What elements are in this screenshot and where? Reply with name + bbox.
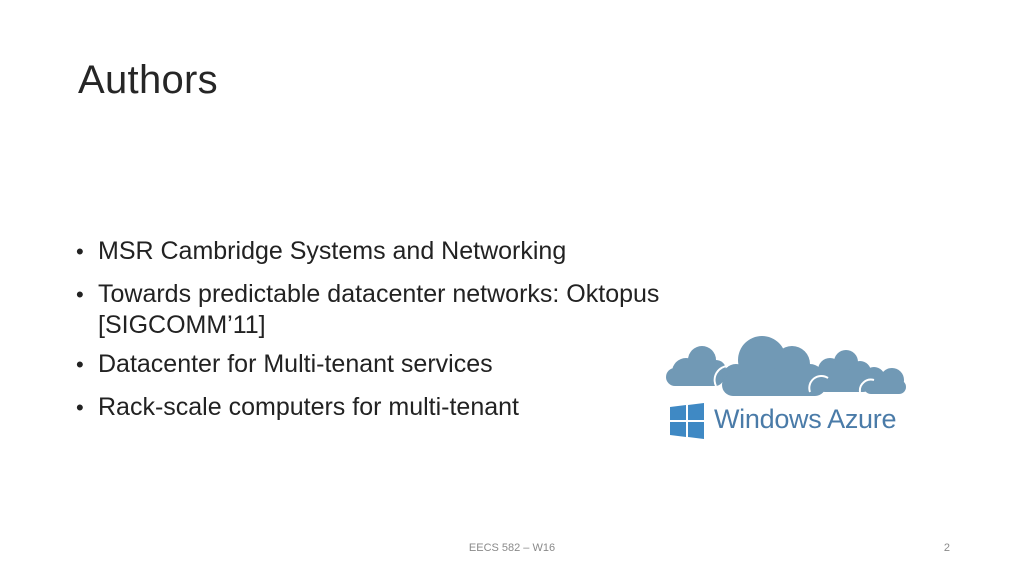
bullet-marker: • — [76, 282, 84, 307]
bullet-text: Datacenter for Multi-tenant services — [98, 350, 493, 378]
bullet-marker: • — [76, 239, 84, 264]
bullet-item: • Rack-scale computers for multi-tenant — [74, 392, 754, 423]
bullet-text: Rack-scale computers for multi-tenant — [98, 393, 519, 421]
bullet-text: Towards predictable datacenter networks:… — [98, 280, 660, 339]
bullet-marker: • — [76, 352, 84, 377]
bullet-item: • MSR Cambridge Systems and Networking — [74, 236, 754, 267]
bullet-item: • Datacenter for Multi-tenant services — [74, 349, 754, 380]
cloud-outline-icon — [713, 365, 875, 393]
logo-text: Windows Azure — [714, 404, 897, 434]
slide-title: Authors — [78, 58, 218, 102]
bullet-list: • MSR Cambridge Systems and Networking •… — [74, 236, 754, 435]
footer-text: EECS 582 – W16 — [468, 542, 556, 554]
bullet-marker: • — [76, 395, 84, 420]
cloud-icon — [666, 336, 906, 396]
page-number: 2 — [943, 542, 950, 554]
bullet-item: • Towards predictable datacenter network… — [74, 279, 754, 341]
bullet-text: MSR Cambridge Systems and Networking — [98, 237, 567, 265]
windows-flag-icon — [670, 403, 704, 439]
windows-azure-logo — [666, 336, 906, 439]
